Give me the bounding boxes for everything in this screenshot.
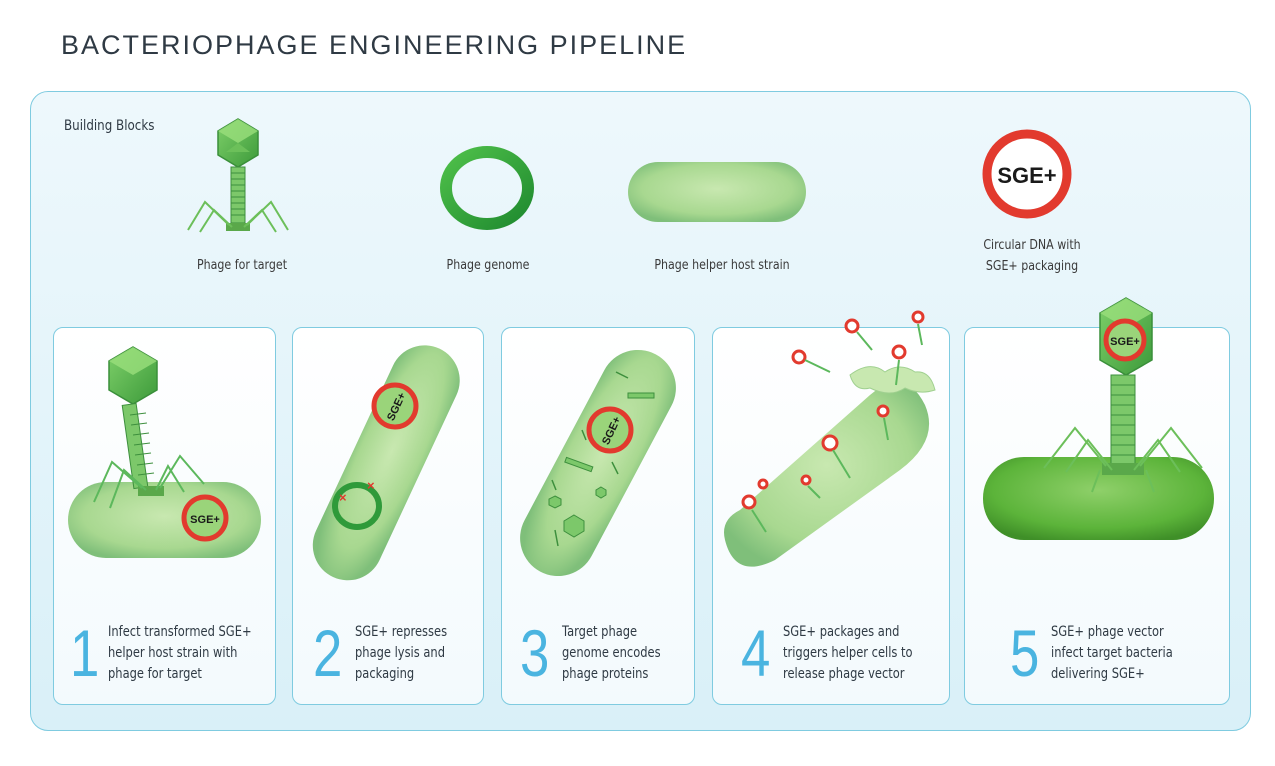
sge-plasmid-badge: SGE+: [997, 163, 1056, 188]
step-2-number: 2: [313, 616, 343, 690]
helper-host-strain-label: Phage helper host strain: [654, 258, 790, 273]
step-2-text: SGE+ represses phage lysis and packaging: [355, 624, 448, 682]
phage-genome-label: Phage genome: [446, 258, 530, 273]
page-title: BACTERIOPHAGE ENGINEERING PIPELINE: [61, 30, 688, 60]
genome-ring-icon: [440, 146, 534, 230]
sge-plasmid-icon: SGE+: [982, 129, 1072, 219]
phage-for-target-label: Phage for target: [196, 258, 288, 273]
bacterium-icon: [628, 162, 806, 222]
step-1-text: Infect transformed SGE+ helper host stra…: [108, 624, 252, 682]
step-1-badge: SGE+: [190, 514, 220, 526]
step-1-illustration: SGE+: [68, 346, 261, 558]
svg-text:×: ×: [339, 490, 347, 505]
step-4-number: 4: [741, 616, 771, 690]
step-3-illustration: SGE+: [520, 349, 676, 577]
step-5-illustration: SGE+: [983, 297, 1214, 540]
step-1-number: 1: [70, 616, 100, 690]
step-3-text: Target phage genome encodes phage protei…: [562, 624, 661, 682]
phage-icon: [187, 118, 289, 233]
step-5-text: SGE+ phage vector infect target bacteria…: [1051, 624, 1173, 682]
step-4-illustration: [724, 310, 936, 567]
step-2-illustration: SGE+ × ×: [312, 345, 460, 581]
step-5-badge: SGE+: [1110, 336, 1140, 348]
step-5-number: 5: [1010, 616, 1040, 690]
svg-text:×: ×: [367, 478, 375, 493]
step-3-number: 3: [520, 616, 550, 690]
circular-dna-label: Circular DNA with SGE+ packaging: [983, 238, 1081, 274]
building-blocks-heading: Building Blocks: [64, 118, 155, 134]
step-4-text: SGE+ packages and triggers helper cells …: [783, 624, 913, 682]
